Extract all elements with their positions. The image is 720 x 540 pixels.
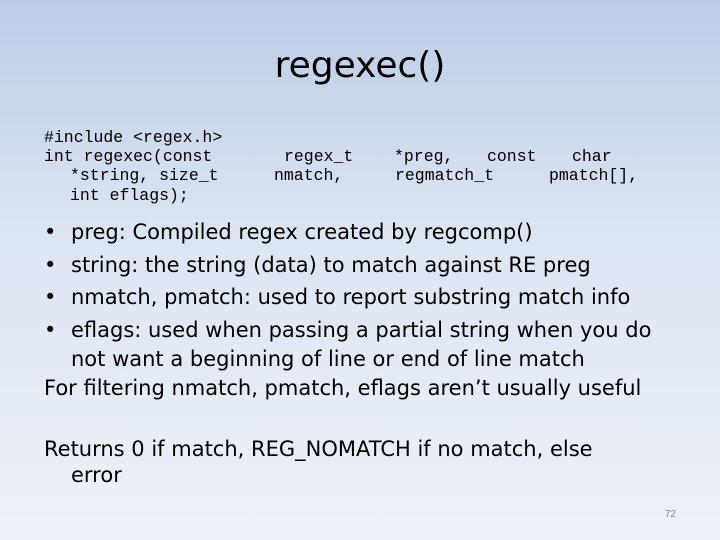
bullet-text: string: the string (data) to match again… (71, 252, 591, 277)
page-number: 72 (664, 509, 676, 520)
parameter-bullet-list: • preg: Compiled regex created by regcom… (44, 216, 711, 405)
bullet-text: preg: Compiled regex created by regcomp(… (71, 220, 533, 244)
bullet-item: • nmatch, pmatch: used to report substri… (44, 281, 711, 314)
code-token: regex_t (284, 147, 354, 167)
slide-title: regexec() (274, 45, 446, 86)
function-signature-code: #include <regex.h> int regexec(const reg… (44, 128, 638, 205)
usage-note: For filtering nmatch, pmatch, eflags are… (44, 376, 642, 400)
bullet-item: • eflags: used when passing a partial st… (44, 314, 711, 373)
code-token: *preg, (394, 147, 454, 167)
bullet-marker: • (44, 252, 57, 277)
bullet-marker: • (44, 220, 57, 244)
bullet-text: eflags: used when passing a partial stri… (71, 317, 652, 342)
code-token: int regexec(const (44, 147, 213, 167)
code-token: pmatch[], (549, 166, 639, 186)
bullet-continuation-text: not want a beginning of line or end of l… (71, 347, 585, 371)
bullet-marker: • (44, 285, 57, 309)
code-token: nmatch, (274, 166, 344, 186)
code-token: const (487, 147, 537, 167)
bullet-marker: • (44, 317, 57, 342)
code-include-line: #include <regex.h> (44, 128, 223, 147)
code-signature-line-2: *string, size_t nmatch, regmatch_t pmatc… (44, 166, 638, 186)
code-signature-line-1: int regexec(const regex_t *preg, const c… (44, 147, 612, 167)
code-token: char (572, 147, 612, 167)
bullet-item: • preg: Compiled regex created by regcom… (44, 216, 711, 249)
code-signature-line-3: int eflags); (70, 185, 189, 205)
return-line-1: Returns 0 if match, REG_NOMATCH if no ma… (44, 437, 593, 461)
bullet-item: • string: the string (data) to match aga… (44, 249, 711, 282)
return-line-2: error (71, 463, 122, 487)
return-value-text: Returns 0 if match, REG_NOMATCH if no ma… (44, 436, 593, 488)
code-token: regmatch_t (395, 166, 495, 186)
bullet-text: nmatch, pmatch: used to report substring… (71, 285, 631, 309)
code-token: *string, size_t (70, 166, 219, 186)
